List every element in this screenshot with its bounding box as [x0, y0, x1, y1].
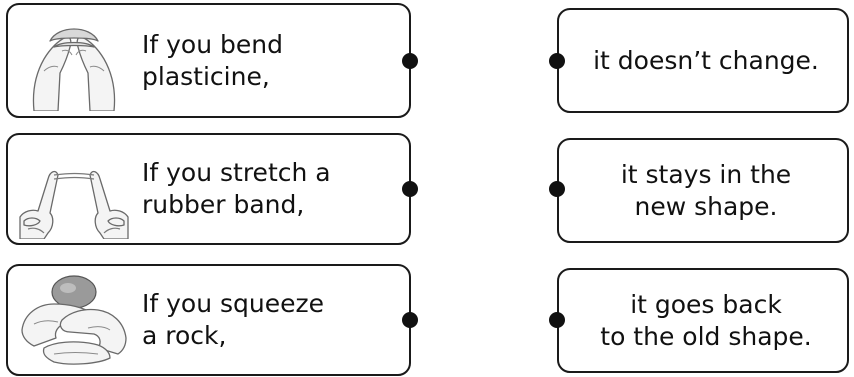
- effect-card-3[interactable]: it goes back to the old shape.: [557, 268, 849, 373]
- effect-text-2: it stays in the new shape.: [573, 159, 839, 223]
- cause-card-3[interactable]: If you squeeze a rock,: [6, 264, 411, 376]
- cause-card-2[interactable]: If you stretch a rubber band,: [6, 133, 411, 245]
- cause-text-1-line-2: plasticine,: [142, 61, 270, 91]
- cause-text-3: If you squeeze a rock,: [142, 288, 399, 352]
- effect-card-1[interactable]: it doesn’t change.: [557, 8, 849, 113]
- effect-card-2[interactable]: it stays in the new shape.: [557, 138, 849, 243]
- effect-text-1-line-1: it doesn’t change.: [593, 45, 819, 75]
- effect-text-3-line-1: it goes back: [630, 289, 782, 319]
- cause-text-2-line-2: rubber band,: [142, 190, 305, 219]
- cause-text-2-line-1: If you stretch a: [142, 158, 331, 187]
- cause-text-2: If you stretch a rubber band,: [142, 157, 399, 221]
- cause-card-1[interactable]: If you bend plasticine,: [6, 3, 411, 118]
- cause-text-3-line-2: a rock,: [142, 321, 227, 350]
- fingers-stretching-rubber-band-icon: [19, 170, 129, 239]
- cause-text-3-line-1: If you squeeze: [142, 289, 325, 318]
- cause-dot-1[interactable]: [402, 53, 418, 69]
- cause-text-1-line-1: If you bend: [142, 29, 283, 59]
- cause-dot-3[interactable]: [402, 312, 418, 328]
- effect-dot-2[interactable]: [549, 181, 565, 197]
- hands-squeezing-rock-icon: [21, 275, 127, 365]
- effect-text-3: it goes back to the old shape.: [573, 289, 839, 353]
- cause-text-1: If you bend plasticine,: [142, 29, 399, 93]
- effect-text-2-line-2: new shape.: [634, 191, 778, 221]
- effect-dot-1[interactable]: [549, 53, 565, 69]
- effect-text-2-line-1: it stays in the: [620, 159, 792, 189]
- effect-text-1: it doesn’t change.: [573, 45, 839, 77]
- effect-dot-3[interactable]: [549, 312, 565, 328]
- effect-text-3-line-2: to the old shape.: [600, 321, 812, 351]
- cause-dot-2[interactable]: [402, 181, 418, 197]
- hands-bending-plasticine-icon: [32, 27, 116, 111]
